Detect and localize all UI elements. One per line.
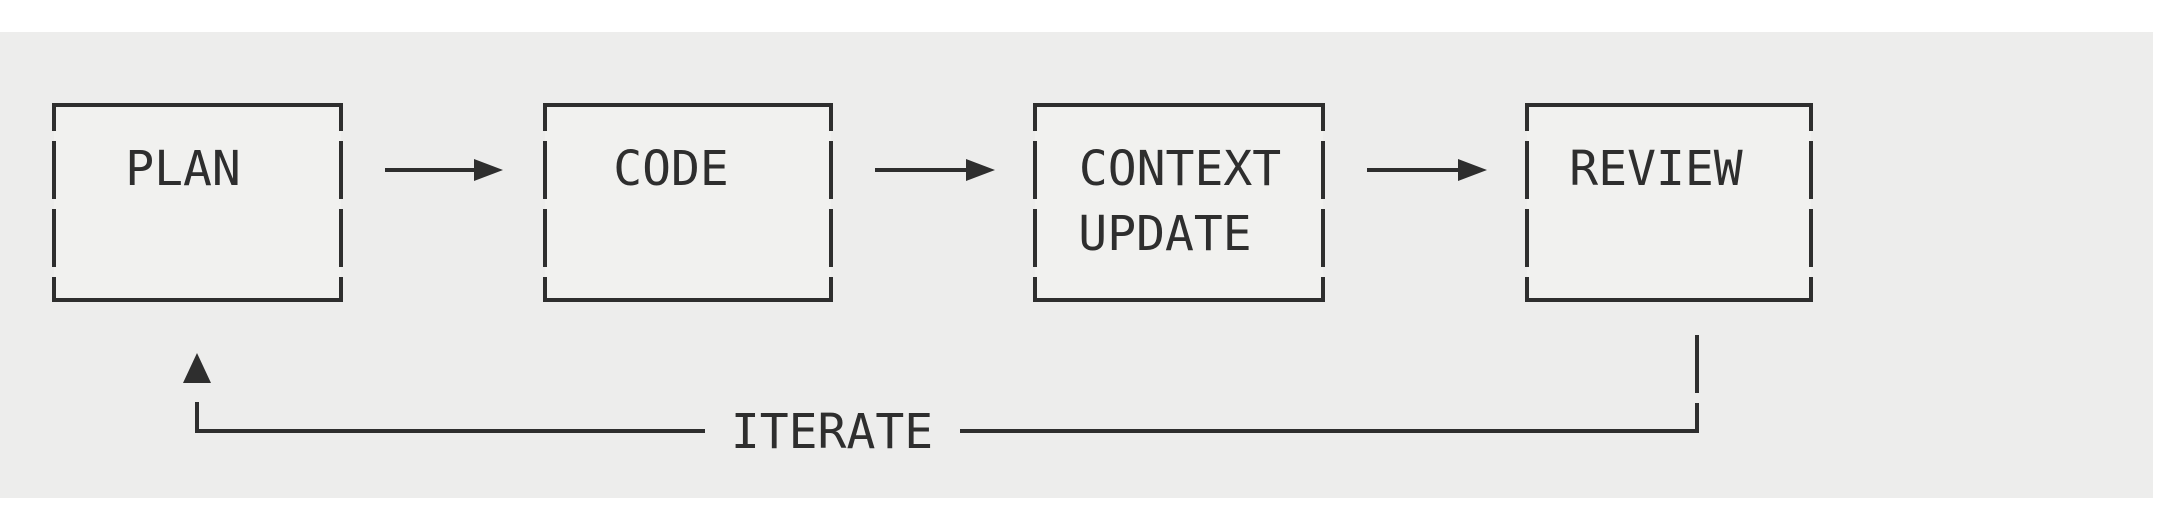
node-review: REVIEW bbox=[1525, 103, 1813, 302]
node-plan-label: PLAN bbox=[125, 141, 241, 197]
node-plan: PLAN bbox=[52, 103, 343, 302]
node-code: CODE bbox=[543, 103, 833, 302]
right-arrowhead-icon bbox=[966, 159, 995, 181]
node-code-label: CODE bbox=[613, 141, 729, 197]
right-arrowhead-icon bbox=[474, 159, 503, 181]
arrow-context-update-to-review bbox=[1367, 159, 1487, 181]
node-context-update-fill bbox=[1035, 105, 1323, 300]
node-context-update: CONTEXT UPDATE bbox=[1033, 103, 1325, 302]
node-review-fill bbox=[1527, 105, 1811, 300]
up-arrowhead-icon bbox=[183, 353, 211, 383]
arrow-code-to-context-update bbox=[875, 159, 995, 181]
node-context-update-label-line2: UPDATE bbox=[1078, 206, 1251, 262]
arrow-plan-to-code bbox=[385, 159, 503, 181]
node-review-label: REVIEW bbox=[1569, 141, 1742, 197]
node-plan-fill bbox=[54, 105, 341, 300]
iterate-loop: ITERATE bbox=[183, 335, 1699, 460]
loop-left-corner bbox=[195, 402, 705, 433]
right-arrowhead-icon bbox=[1458, 159, 1487, 181]
iterate-label: ITERATE bbox=[731, 404, 933, 460]
node-context-update-label-line1: CONTEXT bbox=[1079, 141, 1281, 197]
loop-right-corner bbox=[960, 403, 1699, 433]
node-code-fill bbox=[545, 105, 831, 300]
